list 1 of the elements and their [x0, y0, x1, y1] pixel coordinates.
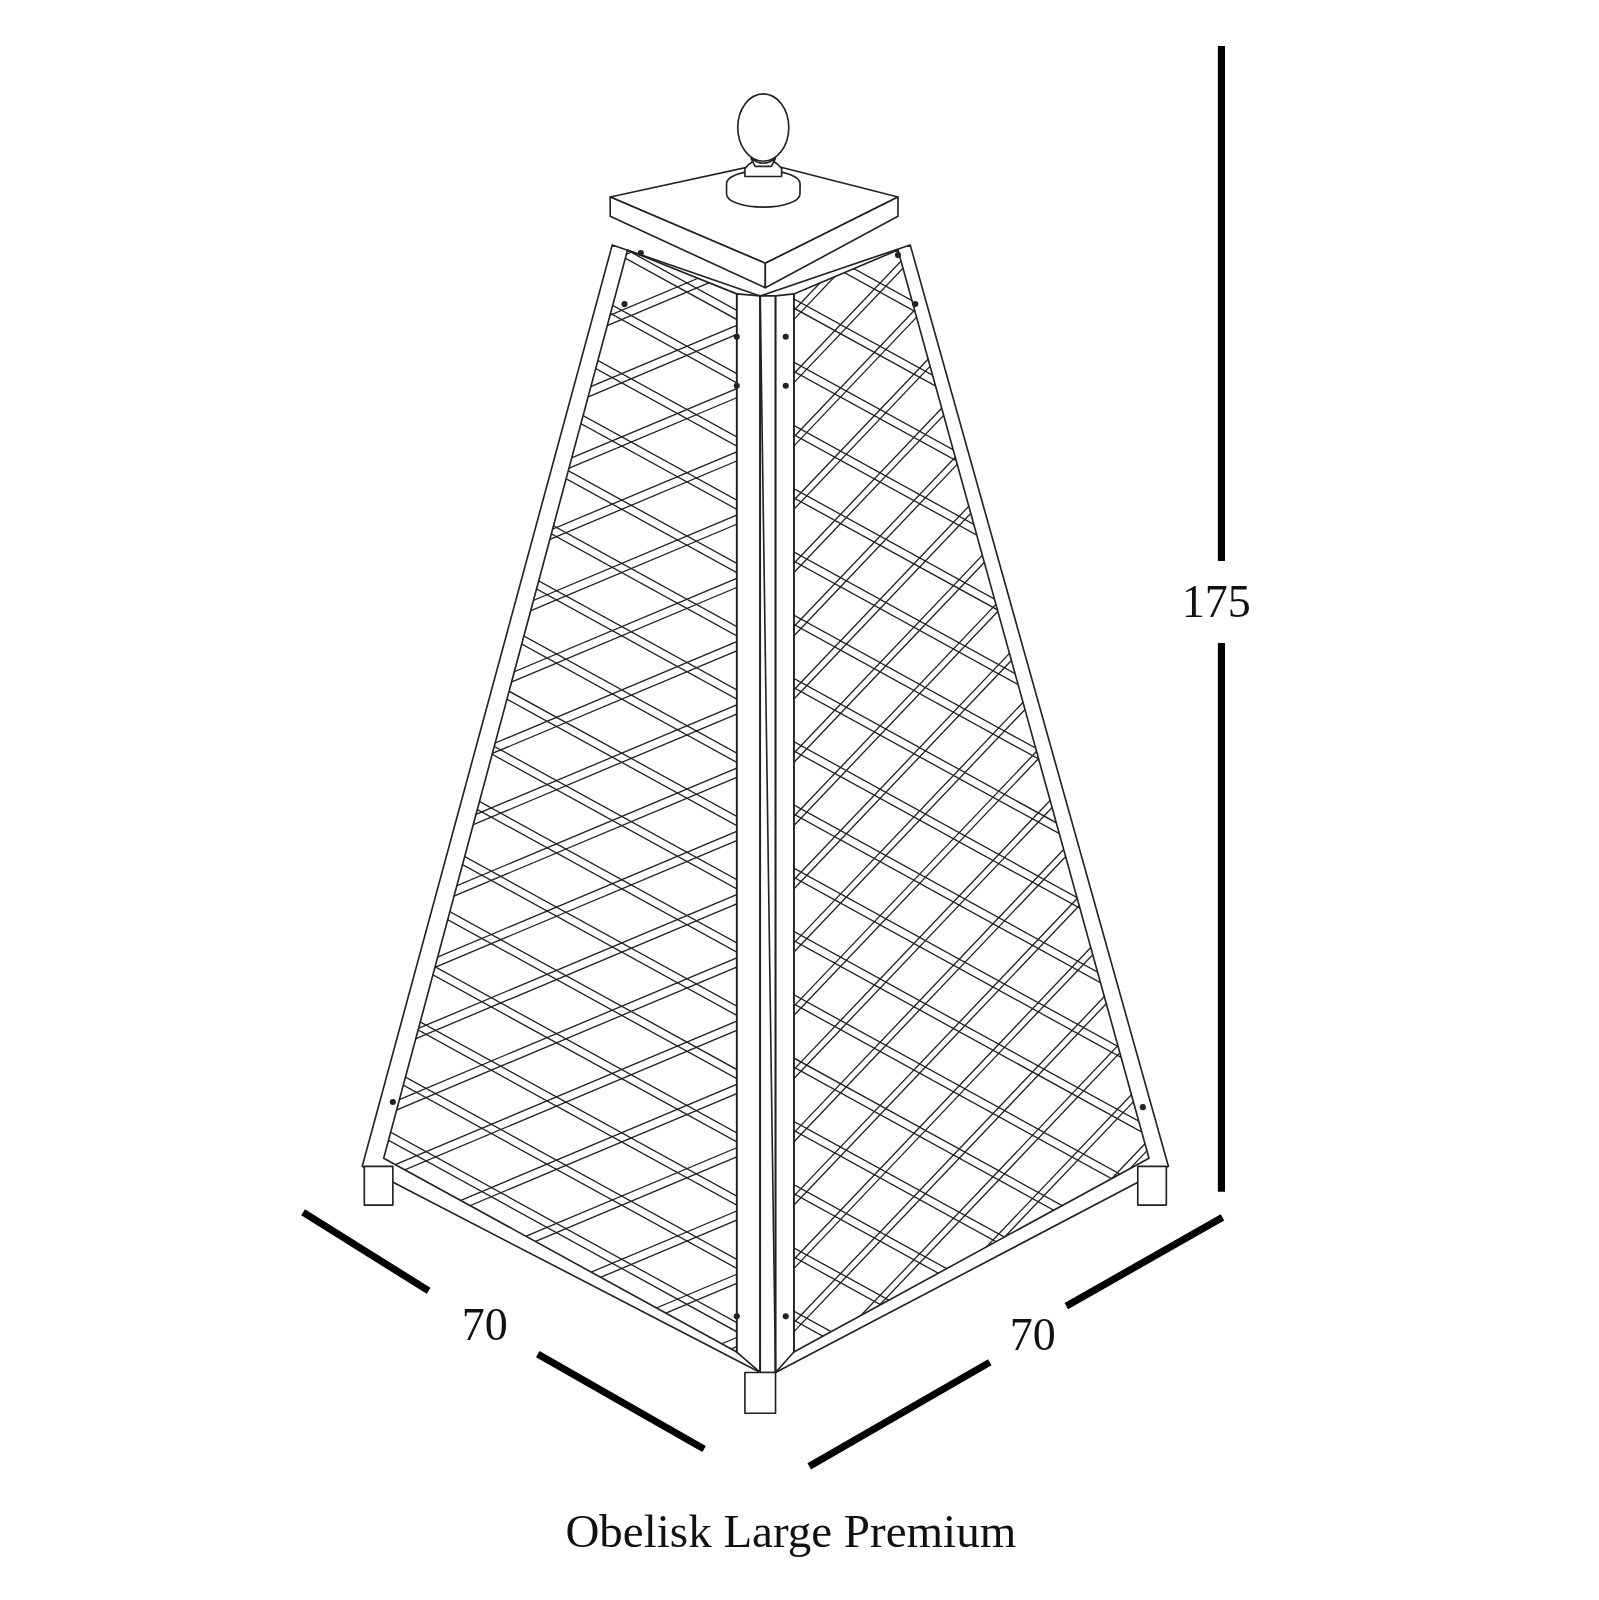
caption: Obelisk Large Premium: [565, 1507, 1017, 1555]
